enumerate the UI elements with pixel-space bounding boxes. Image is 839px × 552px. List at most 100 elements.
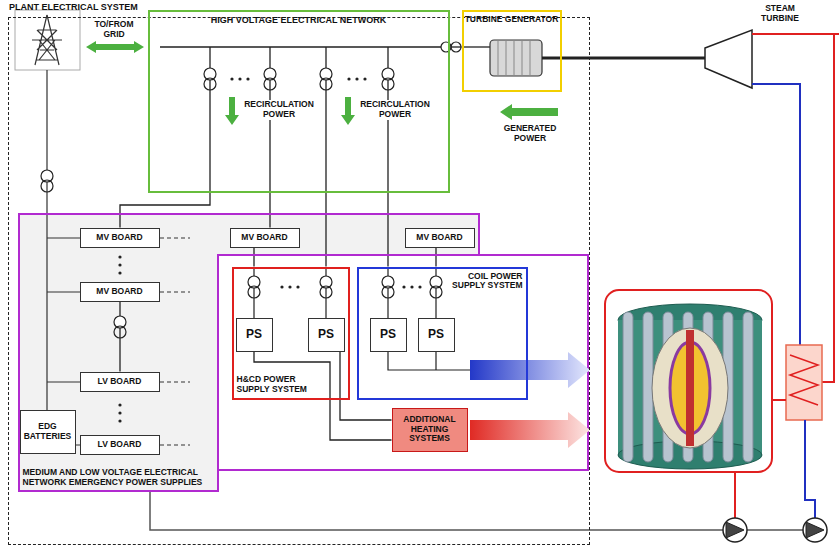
mv-board-box: MV BOARD (80, 282, 160, 302)
connector-wire (119, 302, 120, 372)
ellipsis-dot (118, 411, 121, 414)
ellipsis-dot (410, 285, 413, 288)
box-label: ADDITIONAL HEATING SYSTEMS (396, 415, 464, 444)
recirculation-arrow (225, 97, 355, 125)
recirculation-label: RECIRCULATION POWER (242, 100, 316, 120)
region-border (19, 214, 479, 491)
pylon-symbol (32, 15, 62, 65)
region-heading: HIGH VOLTAGE ELECTRICAL NETWORK (211, 12, 387, 25)
ellipsis-dot (118, 271, 121, 274)
connector-wire (269, 193, 270, 228)
tokamak-body (618, 320, 762, 455)
steam-turbine-label: STEAM TURBINE (752, 4, 808, 24)
pump-impeller (726, 522, 824, 538)
ellipsis-dot (246, 77, 249, 80)
ellipsis-dot (280, 285, 283, 288)
region-heading: MEDIUM AND LOW VOLTAGE ELECTRICAL NETWOR… (18, 468, 215, 492)
generated-power-arrow (500, 104, 558, 120)
power-supply-box: PS (418, 318, 455, 352)
box-label: MV BOARD (416, 233, 462, 243)
heat-exchanger (786, 345, 822, 420)
connector-wire (254, 352, 392, 441)
tf-coil (623, 312, 633, 462)
ellipsis-dot (363, 77, 366, 80)
coolant-loop (605, 290, 772, 472)
board-stub-wire (160, 238, 190, 445)
mv-board-box: MV BOARD (405, 228, 475, 248)
ellipsis-dot (118, 255, 121, 258)
transformer-symbol (320, 78, 332, 90)
ellipsis-dot (118, 263, 121, 266)
box-label: LV BOARD (98, 440, 142, 450)
turbine-generator-box: TURBINE GENERATOR (462, 10, 562, 92)
cold-water-line (752, 84, 800, 345)
transformer-symbol (382, 78, 394, 90)
generator-ribs (498, 40, 530, 76)
power-supply-box: PS (236, 318, 273, 352)
tf-coil (743, 312, 753, 462)
box-label: PS (246, 328, 262, 342)
box-label: MV BOARD (96, 233, 142, 243)
transformer-symbol (264, 78, 276, 90)
generated-power-label: GENERATED POWER (498, 124, 562, 144)
ellipsis-dot (418, 285, 421, 288)
mv-board-box: MV BOARD (230, 228, 300, 248)
hot-steam-line (752, 34, 839, 382)
connector-wire (120, 193, 210, 228)
ellipsis-dot (355, 77, 358, 80)
grid-flow-arrow (86, 41, 144, 53)
transformer-symbol (41, 180, 53, 192)
grid-connection-box (15, 10, 80, 70)
heat-exchanger-coil (790, 355, 818, 405)
power-supply-box: PS (308, 318, 345, 352)
ellipsis-dot (288, 285, 291, 288)
plant-boundary: PLANT ELECTRICAL SYSTEMHIGH VOLTAGE ELEC… (8, 17, 590, 545)
ellipsis-dot (238, 77, 241, 80)
box-label: PS (428, 328, 444, 342)
transformer-symbol (441, 42, 451, 52)
lv-board-box: LV BOARD (80, 435, 160, 455)
supply-inner-wire (254, 267, 436, 318)
transformer-symbol (114, 326, 126, 338)
tf-coil (643, 312, 653, 462)
box-label: MV BOARD (96, 287, 142, 297)
steam-turbine-symbol (705, 30, 752, 88)
transformer-symbol (320, 286, 332, 298)
region-heading: H&CD POWER SUPPLY SYSTEM (234, 375, 321, 398)
region-heading: TURBINE GENERATOR (465, 12, 559, 25)
box-label: EDG BATTERIES (24, 422, 72, 442)
auxiliary-supply-wire (150, 492, 803, 530)
edg-batteries-box: EDG BATTERIES (20, 410, 76, 454)
coil-power-supply-region: COIL POWER SUPPLY SYSTEM PS PS (357, 267, 528, 400)
transformer-symbol (248, 286, 260, 298)
coil-output-arrow (470, 352, 590, 388)
lv-board-box: LV BOARD (80, 372, 160, 392)
ellipsis-dot (347, 77, 350, 80)
transformer-symbol (382, 286, 394, 298)
region-heading: PLANT ELECTRICAL SYSTEM (9, 2, 138, 12)
grid-feeder-wire (47, 70, 80, 445)
generator-body (490, 40, 542, 76)
power-supply-box: PS (370, 318, 407, 352)
ellipsis-dot (118, 403, 121, 406)
connector-wire (435, 248, 436, 267)
box-label: PS (318, 328, 334, 342)
return-line (805, 420, 815, 518)
ellipsis-dot (296, 285, 299, 288)
box-label: LV BOARD (98, 377, 142, 387)
mv-board-box: MV BOARD (80, 228, 160, 248)
ellipsis-dot (402, 285, 405, 288)
hv-busbar (160, 47, 450, 193)
transformer-symbol (204, 78, 216, 90)
region-fill (18, 213, 480, 492)
hcd-power-supply-region: H&CD POWER SUPPLY SYSTEM PS PS (232, 267, 350, 400)
recirculation-label: RECIRCULATION POWER (358, 100, 432, 120)
box-label: PS (380, 328, 396, 342)
connector-wire (253, 248, 254, 267)
transformer-symbol (430, 286, 442, 298)
region-heading: COIL POWER SUPPLY SYSTEM (443, 269, 526, 292)
additional-heating-box: ADDITIONAL HEATING SYSTEMS (392, 408, 468, 452)
grid-flow-label: TO/FROM GRID (82, 20, 146, 40)
coil-output-wire (388, 352, 470, 370)
